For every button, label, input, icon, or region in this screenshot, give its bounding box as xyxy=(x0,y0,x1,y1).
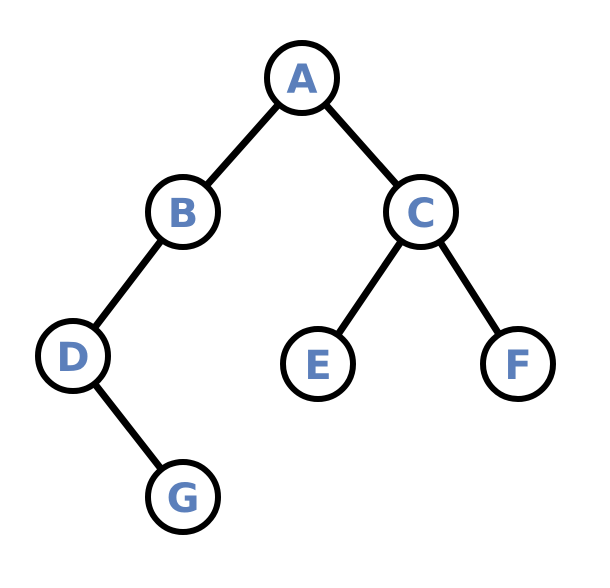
tree-node-e: E xyxy=(280,326,356,402)
tree-node-a: A xyxy=(264,40,340,116)
node-circle xyxy=(145,174,221,250)
edges-layer xyxy=(69,74,522,501)
node-circle xyxy=(280,326,356,402)
node-label: F xyxy=(504,343,531,389)
tree-node-d: D xyxy=(35,318,111,394)
tree-node-c: C xyxy=(383,174,459,250)
tree-node-b: B xyxy=(145,174,221,250)
node-label: E xyxy=(304,343,331,389)
node-circle xyxy=(35,318,111,394)
nodes-layer: A B C D E F G xyxy=(35,40,556,535)
node-label: G xyxy=(167,476,200,522)
node-circle xyxy=(480,326,556,402)
node-label: D xyxy=(56,335,89,381)
node-label: B xyxy=(168,191,199,237)
node-circle xyxy=(383,174,459,250)
node-label: A xyxy=(287,57,318,103)
tree-node-f: F xyxy=(480,326,556,402)
tree-node-g: G xyxy=(145,459,221,535)
node-circle xyxy=(145,459,221,535)
node-label: C xyxy=(406,191,435,237)
node-circle xyxy=(264,40,340,116)
